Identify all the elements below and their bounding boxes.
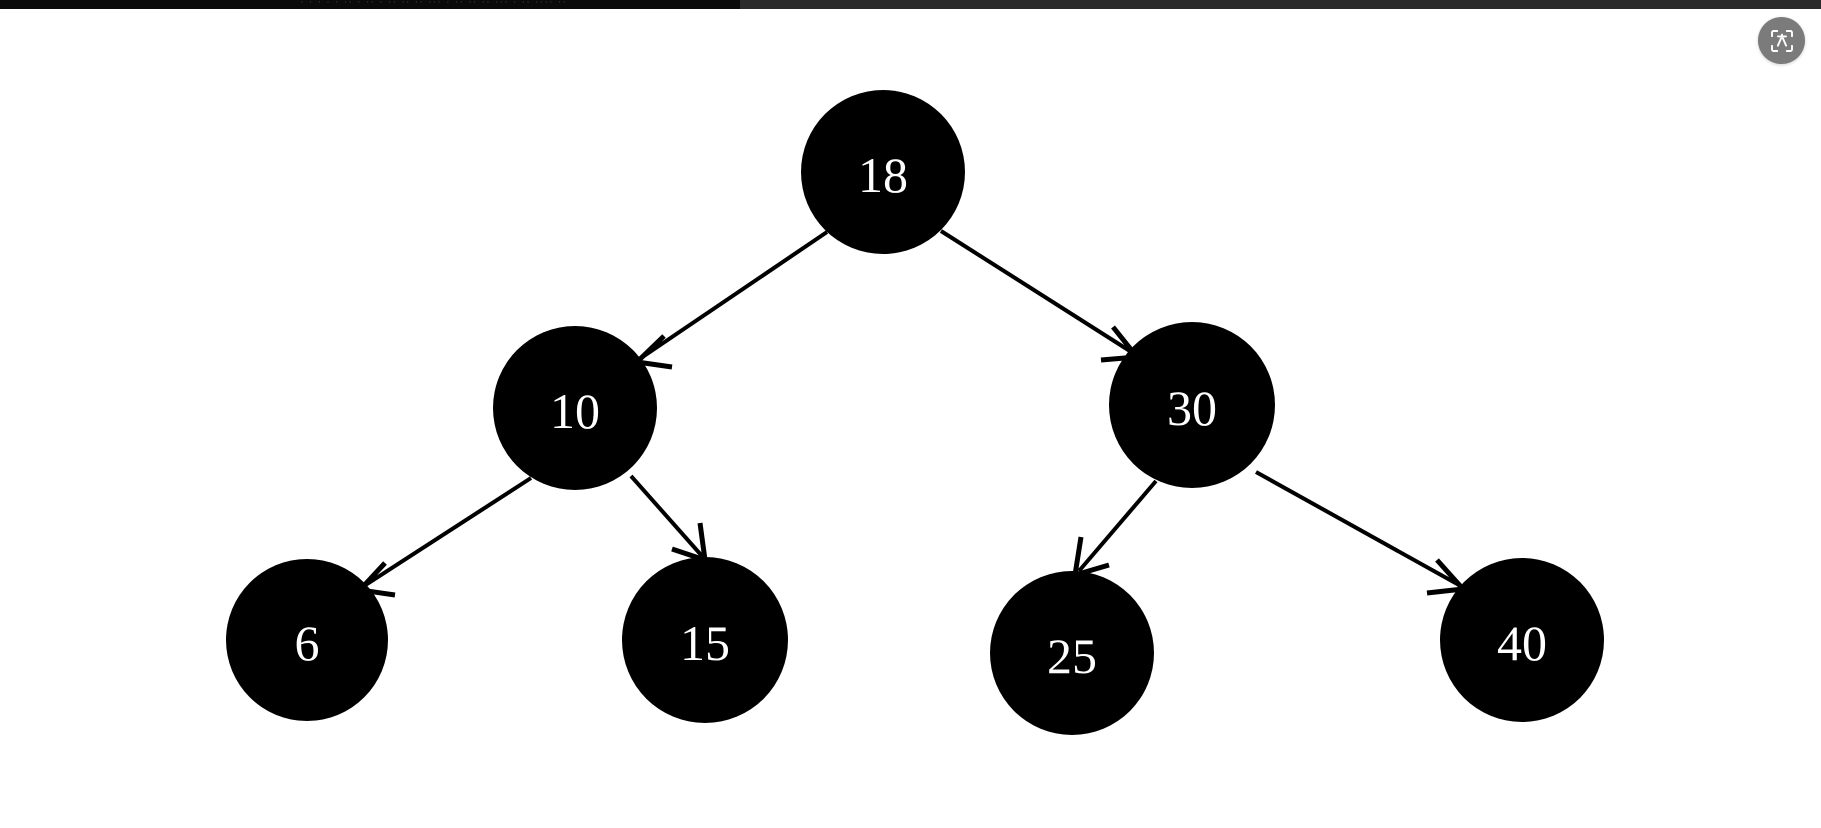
chrome-left-region	[0, 0, 740, 9]
tree-node-30-circle[interactable]	[1109, 322, 1275, 488]
tree-node-15[interactable]: 15	[622, 557, 788, 723]
tree-node-6-label: 6	[295, 615, 320, 671]
tree-node-15-circle[interactable]	[622, 557, 788, 723]
tree-node-10-circle[interactable]	[493, 326, 657, 490]
tree-node-25-label: 25	[1047, 628, 1097, 684]
translate-scan-icon	[1769, 28, 1795, 54]
tree-node-6-circle[interactable]	[226, 559, 388, 721]
tree-node-18-label: 18	[858, 147, 908, 203]
edge-18-to-10	[631, 230, 829, 370]
tree-node-40[interactable]: 40	[1440, 558, 1604, 722]
tree-node-6[interactable]: 6	[226, 559, 388, 721]
edge-30-to-40	[1255, 470, 1469, 596]
tree-node-18[interactable]: 18	[801, 90, 965, 254]
tree-node-10[interactable]: 10	[493, 326, 657, 490]
node-group: 18 10 30 6 15 25	[226, 90, 1604, 735]
browser-chrome-sliver: · · · · · ·· · ·· · ·· ·· ·· ··· · ·· ··…	[0, 0, 1821, 9]
edge-10-to-6-line	[362, 476, 533, 588]
tree-node-18-circle[interactable]	[801, 90, 965, 254]
tree-node-30[interactable]: 30	[1109, 322, 1275, 488]
chrome-right-region	[740, 0, 1821, 9]
edge-10-to-15-line	[629, 474, 704, 558]
edge-18-to-30	[939, 229, 1142, 363]
chrome-ghost-text: · · · · · ·· · ·· · ·· ·· ·· ··· · ·· ··…	[300, 0, 568, 8]
tree-node-15-label: 15	[680, 615, 730, 671]
binary-search-tree-diagram: 18 10 30 6 15 25	[226, 90, 1604, 735]
tree-node-40-label: 40	[1497, 615, 1547, 671]
tree-node-25-circle[interactable]	[990, 571, 1154, 735]
edge-18-to-10-line	[639, 230, 829, 360]
tree-node-40-circle[interactable]	[1440, 558, 1604, 722]
edge-30-to-25-line	[1077, 479, 1158, 573]
tree-node-25[interactable]: 25	[990, 571, 1154, 735]
translate-button[interactable]	[1758, 17, 1805, 64]
edge-10-to-15	[629, 474, 709, 564]
edge-10-to-6	[354, 476, 533, 598]
edge-30-to-40-line	[1255, 470, 1460, 587]
edge-18-to-30-line	[939, 229, 1135, 355]
tree-node-30-label: 30	[1167, 380, 1217, 436]
tree-node-10-label: 10	[550, 383, 600, 439]
diagram-canvas: 18 10 30 6 15 25	[0, 9, 1821, 828]
edge-group	[354, 229, 1469, 598]
edge-30-to-25	[1071, 479, 1158, 579]
